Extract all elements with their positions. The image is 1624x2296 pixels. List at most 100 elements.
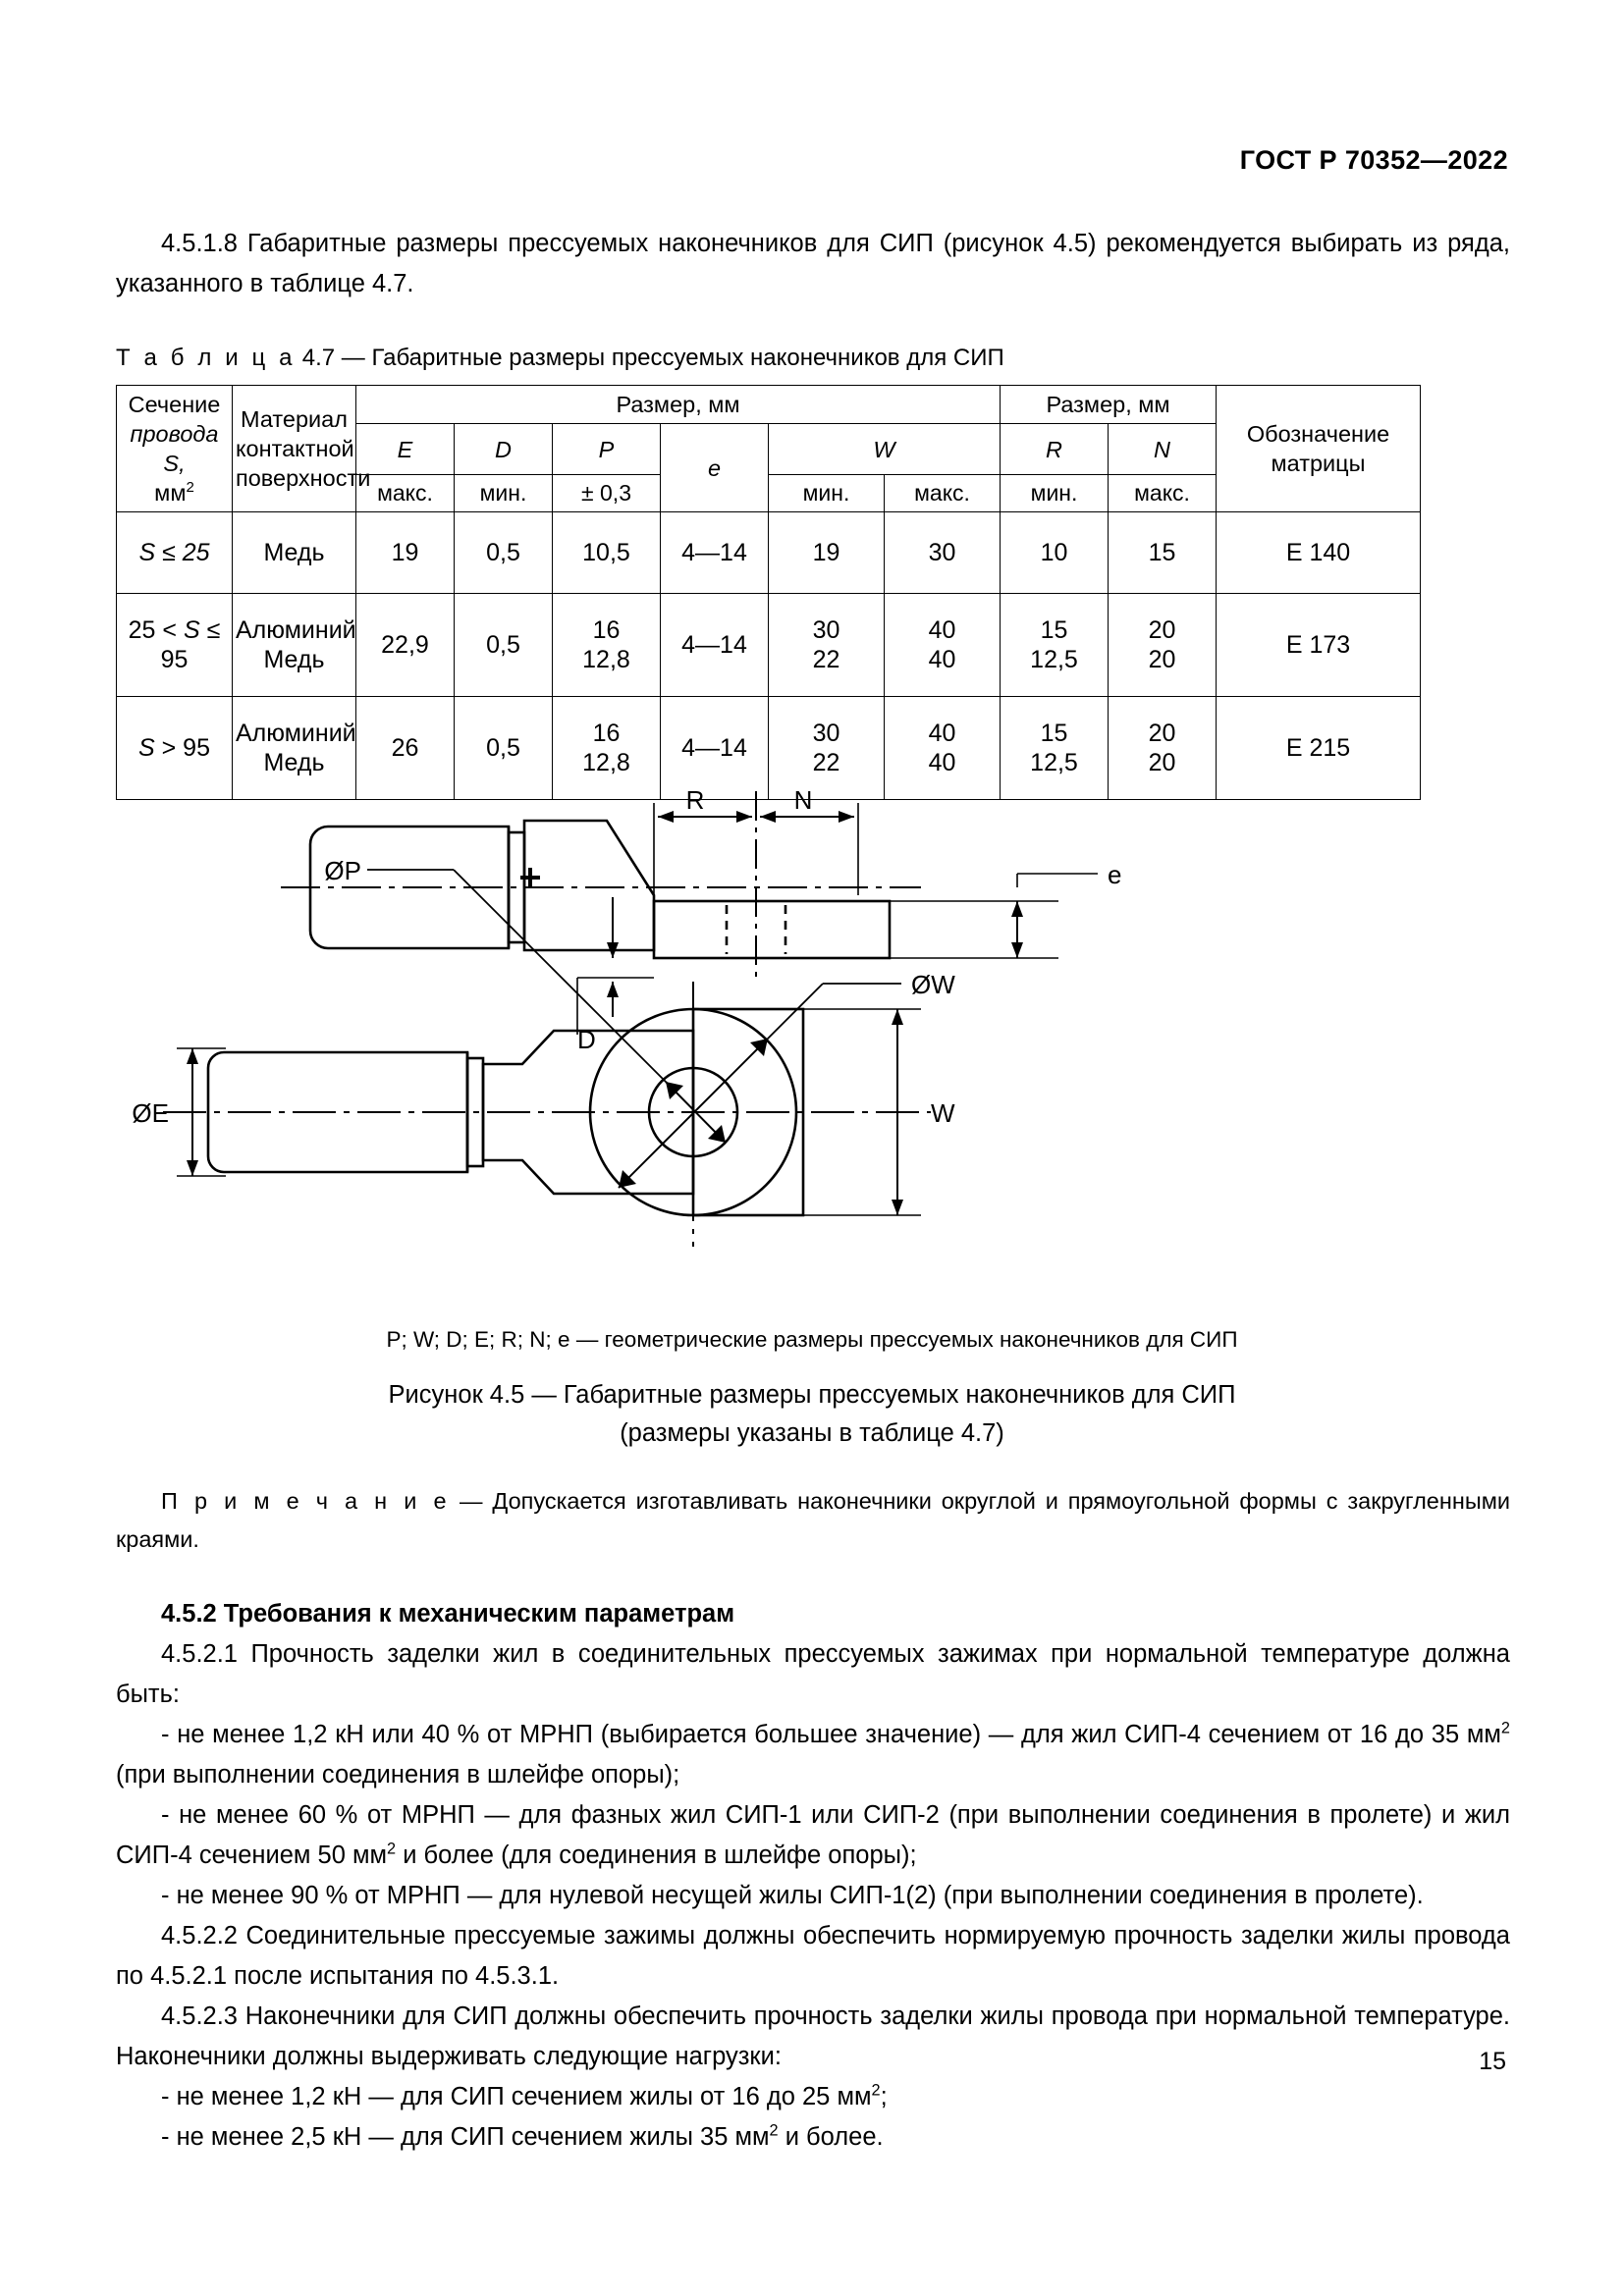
table-4-7: Сечение провода S, мм2 Материал контактн…	[116, 385, 1422, 800]
cell-W-max: 30	[883, 511, 1001, 594]
bullet-item-5: - не менее 2,5 кН — для СИП сечением жил…	[116, 2117, 1510, 2158]
bullet-item-1-text-a: - не менее 1,2 кН или 40 % от МРНП (выби…	[161, 1721, 1501, 1748]
bullet-item-3: - не менее 90 % от МРНП — для нулевой не…	[161, 1882, 1424, 1909]
table-header-row-1: Сечение провода S, мм2 Материал контактн…	[116, 385, 1422, 512]
cell-W-min-line2: 22	[812, 749, 840, 776]
table-caption-title: Габаритные размеры прессуемых наконечник…	[371, 345, 1004, 371]
th-R-min-sub: мин.	[1000, 474, 1110, 512]
th-matrix-line1: Обозначение	[1246, 421, 1390, 447]
cell-D: 0,5	[454, 696, 553, 800]
side-view-barrel	[308, 825, 511, 950]
cell-N-max-line2: 20	[1148, 646, 1176, 673]
cell-matrix: E 140	[1216, 511, 1422, 594]
cell-section: S > 95	[116, 696, 233, 800]
th-group-size-1: Размер, мм	[354, 385, 1001, 424]
bullet-item-4: - не менее 1,2 кН — для СИП сечением жил…	[116, 2077, 1510, 2117]
cell-W-min: 30 22	[768, 696, 885, 800]
bullet-item-2-text-b: и более (для соединения в шлейфе опоры);	[396, 1842, 917, 1869]
cell-R-min-line2: 12,5	[1030, 646, 1078, 673]
cell-material-line1: Алюминий	[236, 720, 356, 747]
th-section-line1: Сечение	[128, 392, 221, 417]
cell-N-max-line2: 20	[1148, 749, 1176, 776]
cell-P-line2: 12,8	[582, 749, 630, 776]
cell-E: 22,9	[355, 593, 455, 697]
cell-material: Алюминий Медь	[232, 696, 356, 800]
document-body-upper: 4.5.1.8 Габаритные размеры прессуемых на…	[116, 224, 1510, 800]
paragraph-4-5-1-8: 4.5.1.8 Габаритные размеры прессуемых на…	[116, 230, 1510, 297]
plan-view-barrel	[206, 1050, 469, 1174]
cell-P-line1: 16	[592, 720, 621, 747]
cell-D: 0,5	[454, 511, 553, 594]
cell-R-min-line2: 12,5	[1030, 749, 1078, 776]
cell-N-max-line1: 20	[1148, 720, 1176, 747]
side-view-blade	[652, 899, 892, 960]
cell-W-max-line1: 40	[928, 616, 956, 644]
bullet-item-1-superscript: 2	[1500, 1719, 1510, 1737]
th-P: P	[552, 423, 661, 475]
table-header-row-3: макс. мин. ± 0,3 мин. макс. мин. макс.	[117, 474, 1421, 512]
cell-matrix: E 173	[1216, 593, 1422, 697]
cell-section: S ≤ 25	[116, 511, 233, 594]
paragraph-4-5-2-1: 4.5.2.1 Прочность заделки жил в соединит…	[116, 1640, 1510, 1708]
cell-P-line1: 16	[592, 616, 621, 644]
cell-e: 4—14	[660, 593, 769, 697]
th-material: Материал контактной поверхности	[232, 385, 371, 512]
note-dash: —	[460, 1488, 483, 1514]
dimension-label-D: D	[577, 1025, 596, 1054]
cell-W-min-line1: 30	[812, 720, 840, 747]
cell-section: 25 < S ≤ 95	[116, 593, 233, 697]
cell-N-max-line1: 20	[1148, 616, 1176, 644]
note-label: П р и м е ч а н и е	[161, 1488, 451, 1514]
side-view-transition	[522, 819, 656, 952]
cell-N-max: 15	[1108, 511, 1218, 594]
table-caption-label: Т а б л и ц а	[116, 345, 297, 371]
cell-material-line2: Медь	[263, 749, 325, 776]
note-text: Допускается изготавливать наконечники ок…	[116, 1488, 1511, 1552]
bullet-item-4-text-a: - не менее 1,2 кН — для СИП сечением жил…	[161, 2083, 872, 2110]
figure-4-5: R N D e ØP ØW ØE W	[116, 775, 1510, 1345]
th-P-sub: ± 0,3	[552, 474, 661, 512]
table-row: S > 95 Алюминий Медь 26 0,5 16 12,8 4—14…	[116, 696, 1422, 800]
bullet-item-5-superscript: 2	[769, 2121, 779, 2140]
cell-P-line2: 12,8	[582, 646, 630, 673]
cell-R-min: 15 12,5	[1000, 593, 1110, 697]
cell-P: 10,5	[552, 511, 661, 594]
bullet-item-1: - не менее 1,2 кН или 40 % от МРНП (выби…	[116, 1715, 1510, 1795]
paragraph-4-5-2-2: 4.5.2.2 Соединительные прессуемые зажимы…	[116, 1922, 1510, 1990]
cell-e: 4—14	[660, 696, 769, 800]
figure-caption: Рисунок 4.5 — Габаритные размеры прессуе…	[0, 1376, 1624, 1453]
page-number: 15	[1479, 2048, 1506, 2075]
cell-D: 0,5	[454, 593, 553, 697]
cell-R-min-line1: 15	[1040, 616, 1068, 644]
table-caption-dash: —	[341, 345, 365, 371]
bullet-item-4-superscript: 2	[871, 2081, 881, 2100]
th-R: R	[1000, 423, 1110, 475]
cell-W-min-line2: 22	[812, 646, 840, 673]
cell-W-max-line2: 40	[928, 646, 956, 673]
cell-matrix: E 215	[1216, 696, 1422, 800]
cell-R-min: 10	[1000, 511, 1110, 594]
th-N-max-sub: макс.	[1108, 474, 1218, 512]
cell-W-min: 30 22	[768, 593, 885, 697]
dimension-label-W: W	[931, 1098, 955, 1128]
cell-W-max-line1: 40	[928, 720, 956, 747]
cell-material-line1: Алюминий	[236, 616, 356, 644]
cell-P: 16 12,8	[552, 593, 661, 697]
th-E-sub: макс.	[355, 474, 455, 512]
th-section-line3: мм2	[154, 479, 194, 506]
figure-legend: P; W; D; E; R; N; e — геометрические раз…	[386, 1327, 1238, 1352]
cell-material: Медь	[232, 511, 356, 594]
th-matrix-line2: матрицы	[1271, 451, 1366, 476]
cell-P: 16 12,8	[552, 696, 661, 800]
th-D-sub: мин.	[454, 474, 553, 512]
dimension-label-OW: ØW	[911, 970, 955, 999]
cell-W-min-line1: 30	[812, 616, 840, 644]
th-W-max-sub: макс.	[883, 474, 1001, 512]
table-caption: Т а б л и ц а 4.7 — Габаритные размеры п…	[116, 342, 1510, 375]
dimension-label-OE: ØE	[132, 1098, 169, 1128]
th-material-line3: поверхности	[236, 465, 371, 491]
th-material-line2: контактной	[236, 436, 354, 461]
cell-W-max: 40 40	[883, 593, 1001, 697]
bullet-item-5-text-a: - не менее 2,5 кН — для СИП сечением жил…	[161, 2123, 770, 2151]
